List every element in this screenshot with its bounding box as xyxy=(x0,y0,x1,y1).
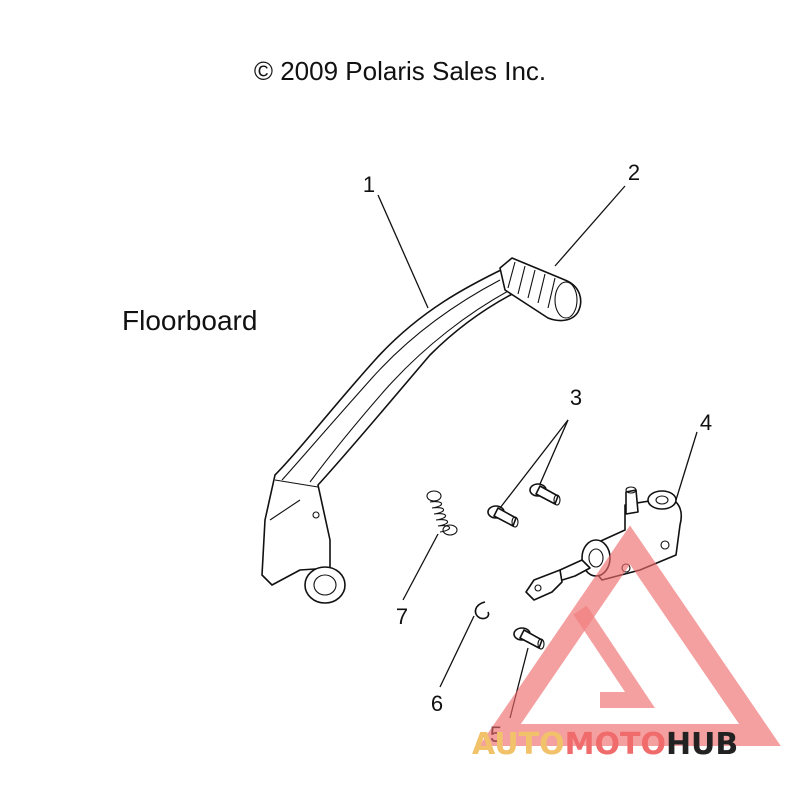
copyright-text: © 2009 Polaris Sales Inc. xyxy=(254,56,546,86)
clevis-pin-lower xyxy=(487,505,519,528)
callout-6: 6 xyxy=(431,691,443,716)
watermark-text: AUTOMOTOHUB xyxy=(472,727,738,762)
callout-2: 2 xyxy=(628,160,640,185)
watermark-moto: MOTO xyxy=(565,727,666,762)
automotohub-logo-icon xyxy=(479,525,781,746)
brake-pedal-arm xyxy=(261,267,521,604)
callout-4: 4 xyxy=(700,410,712,435)
callout-1: 1 xyxy=(363,172,375,197)
pedal-rubber-pad xyxy=(499,257,582,322)
callout-3: 3 xyxy=(570,385,582,410)
watermark-auto: AUTO xyxy=(472,727,565,762)
section-label: Floorboard xyxy=(122,305,257,336)
return-spring xyxy=(426,490,458,536)
pivot-pin xyxy=(513,627,545,650)
watermark-hub: HUB xyxy=(666,727,738,762)
callout-7: 7 xyxy=(396,604,408,629)
e-clip xyxy=(474,601,490,620)
clevis-pin-upper xyxy=(529,483,561,506)
